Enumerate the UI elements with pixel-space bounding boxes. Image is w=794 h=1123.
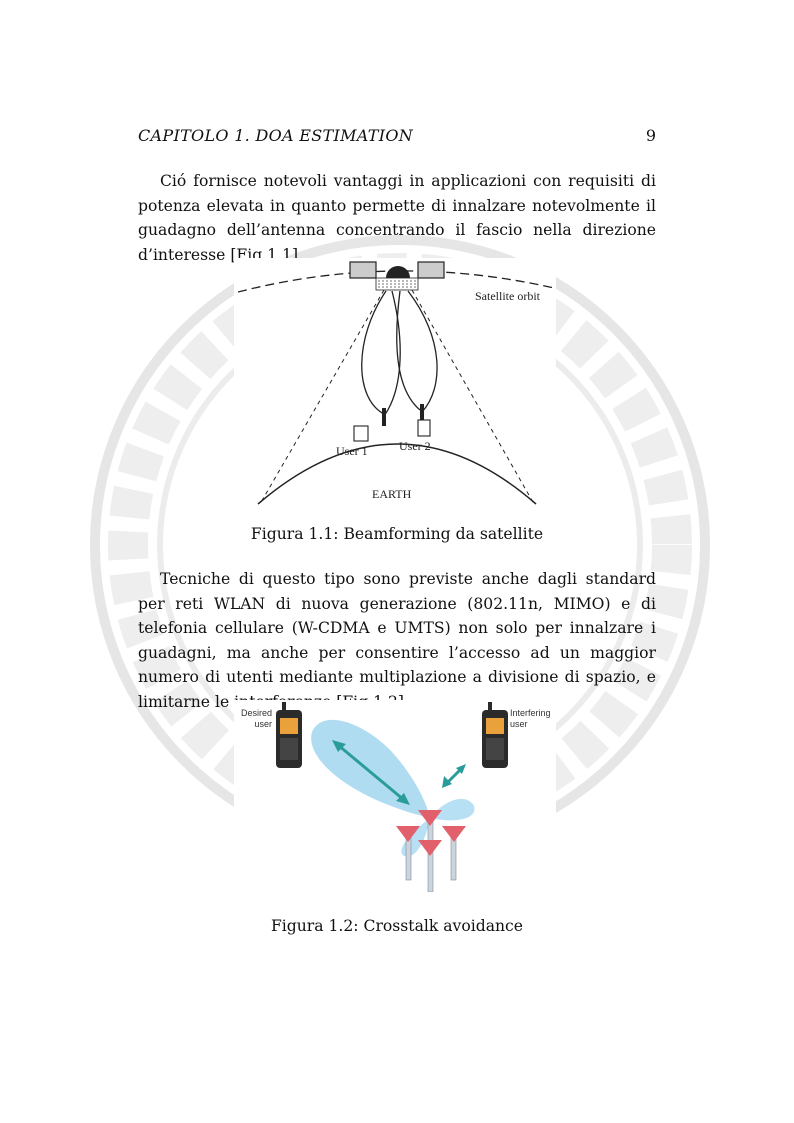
- label-user-1: User 1: [336, 444, 368, 458]
- satellite-beamforming-figure: Satellite orbit User 1 User 2 EARTH: [234, 258, 556, 508]
- user2-terminal-icon: [417, 404, 431, 437]
- page-number: 9: [645, 126, 656, 145]
- paragraph-intro-text: Ció fornisce notevoli vantaggi in applic…: [138, 172, 656, 264]
- interfering-link-arrow: [446, 768, 462, 784]
- label-earth: EARTH: [372, 487, 412, 501]
- side-lobe-right: [430, 798, 475, 821]
- paragraph-standards: Tecniche di questo tipo sono previste an…: [138, 567, 656, 714]
- crosstalk-avoidance-figure: Desired user Interfering user: [234, 700, 556, 892]
- label-desired: Desired: [241, 708, 272, 718]
- desired-user-phone-icon: [276, 702, 302, 768]
- chapter-title: CAPITOLO 1. DOA ESTIMATION: [138, 126, 414, 145]
- desired-link-arrow: [337, 743, 405, 802]
- paragraph-standards-text: Tecniche di questo tipo sono previste an…: [138, 570, 656, 711]
- label-interfering-user: user: [510, 719, 528, 729]
- paragraph-intro: Ció fornisce notevoli vantaggi in applic…: [138, 169, 656, 267]
- label-user-2: User 2: [399, 439, 431, 453]
- figure2-caption: Figura 1.2: Crosstalk avoidance: [270, 917, 524, 935]
- user1-terminal-icon: [353, 408, 386, 442]
- running-header: CAPITOLO 1. DOA ESTIMATION 9: [138, 126, 656, 148]
- interfering-user-phone-icon: [482, 702, 508, 768]
- satellite-icon: [349, 261, 445, 291]
- label-interfering: Interfering: [510, 708, 551, 718]
- label-satellite-orbit: Satellite orbit: [475, 289, 541, 303]
- antenna-array-icon: [396, 810, 466, 892]
- earth-surface-arc: [257, 443, 537, 505]
- label-desired-user: user: [254, 719, 272, 729]
- figure1-caption: Figura 1.1: Beamforming da satellite: [250, 525, 544, 543]
